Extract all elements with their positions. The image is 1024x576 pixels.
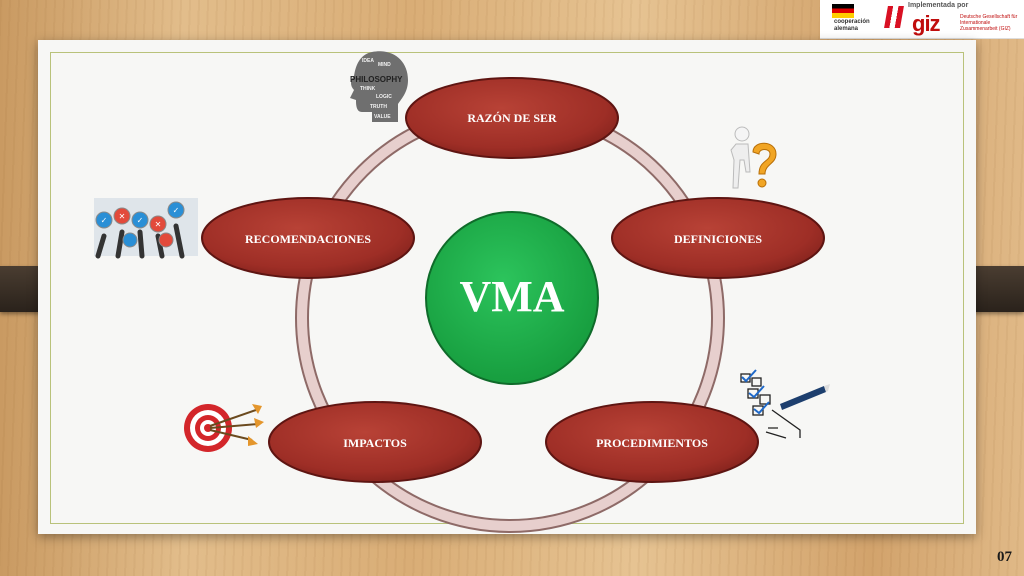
node-impactos: IMPACTOS — [268, 401, 482, 483]
svg-text:THINK: THINK — [360, 86, 376, 92]
node-label-definiciones: DEFINICIONES — [674, 232, 762, 246]
germany-flag-icon — [832, 4, 854, 18]
node-procedimientos: PROCEDIMIENTOS — [545, 401, 759, 483]
cooperacion-alemana-logo: cooperación alemana — [828, 2, 904, 36]
implemented-by-text: Implementada por — [908, 2, 969, 9]
sponsor-logo-bar: cooperación alemana Implementada por giz… — [820, 0, 1024, 39]
svg-text:VALUE: VALUE — [374, 114, 391, 120]
node-label-procedimientos: PROCEDIMIENTOS — [596, 436, 708, 450]
svg-text:LOGIC: LOGIC — [376, 94, 392, 100]
center-node: VMA — [425, 211, 599, 385]
node-razon-de-ser: RAZÓN DE SER — [405, 77, 619, 159]
node-definiciones: DEFINICIONES — [611, 197, 825, 279]
giz-logo-text: giz — [912, 11, 941, 36]
center-label: VMA — [459, 272, 564, 321]
svg-text:TRUTH: TRUTH — [370, 104, 387, 110]
svg-text:✓: ✓ — [137, 216, 144, 225]
svg-text:✕: ✕ — [155, 220, 162, 229]
checklist-icon — [740, 369, 830, 439]
svg-text:✓: ✓ — [173, 206, 180, 215]
target-arrows-icon — [184, 404, 264, 452]
page-number: 07 — [997, 549, 1012, 565]
svg-text:MIND: MIND — [378, 62, 391, 68]
svg-text:✕: ✕ — [119, 212, 126, 221]
node-recomendaciones: RECOMENDACIONES — [201, 197, 415, 279]
question-figure-icon — [730, 126, 777, 189]
coop-logo-text: cooperación alemana — [834, 19, 870, 32]
node-label-recomendaciones: RECOMENDACIONES — [245, 232, 371, 246]
node-label-impactos: IMPACTOS — [343, 436, 407, 450]
giz-subtitle: Deutsche Gesellschaft für Internationale… — [960, 14, 1018, 32]
svg-text:IDEA: IDEA — [362, 58, 374, 64]
head-word-label: PHILOSOPHY — [350, 75, 403, 84]
node-label-razon: RAZÓN DE SER — [467, 111, 557, 125]
svg-text:✓: ✓ — [101, 216, 108, 225]
voting-hands-icon: ✓ ✕ ✓ ✕ ✓ — [94, 198, 198, 259]
